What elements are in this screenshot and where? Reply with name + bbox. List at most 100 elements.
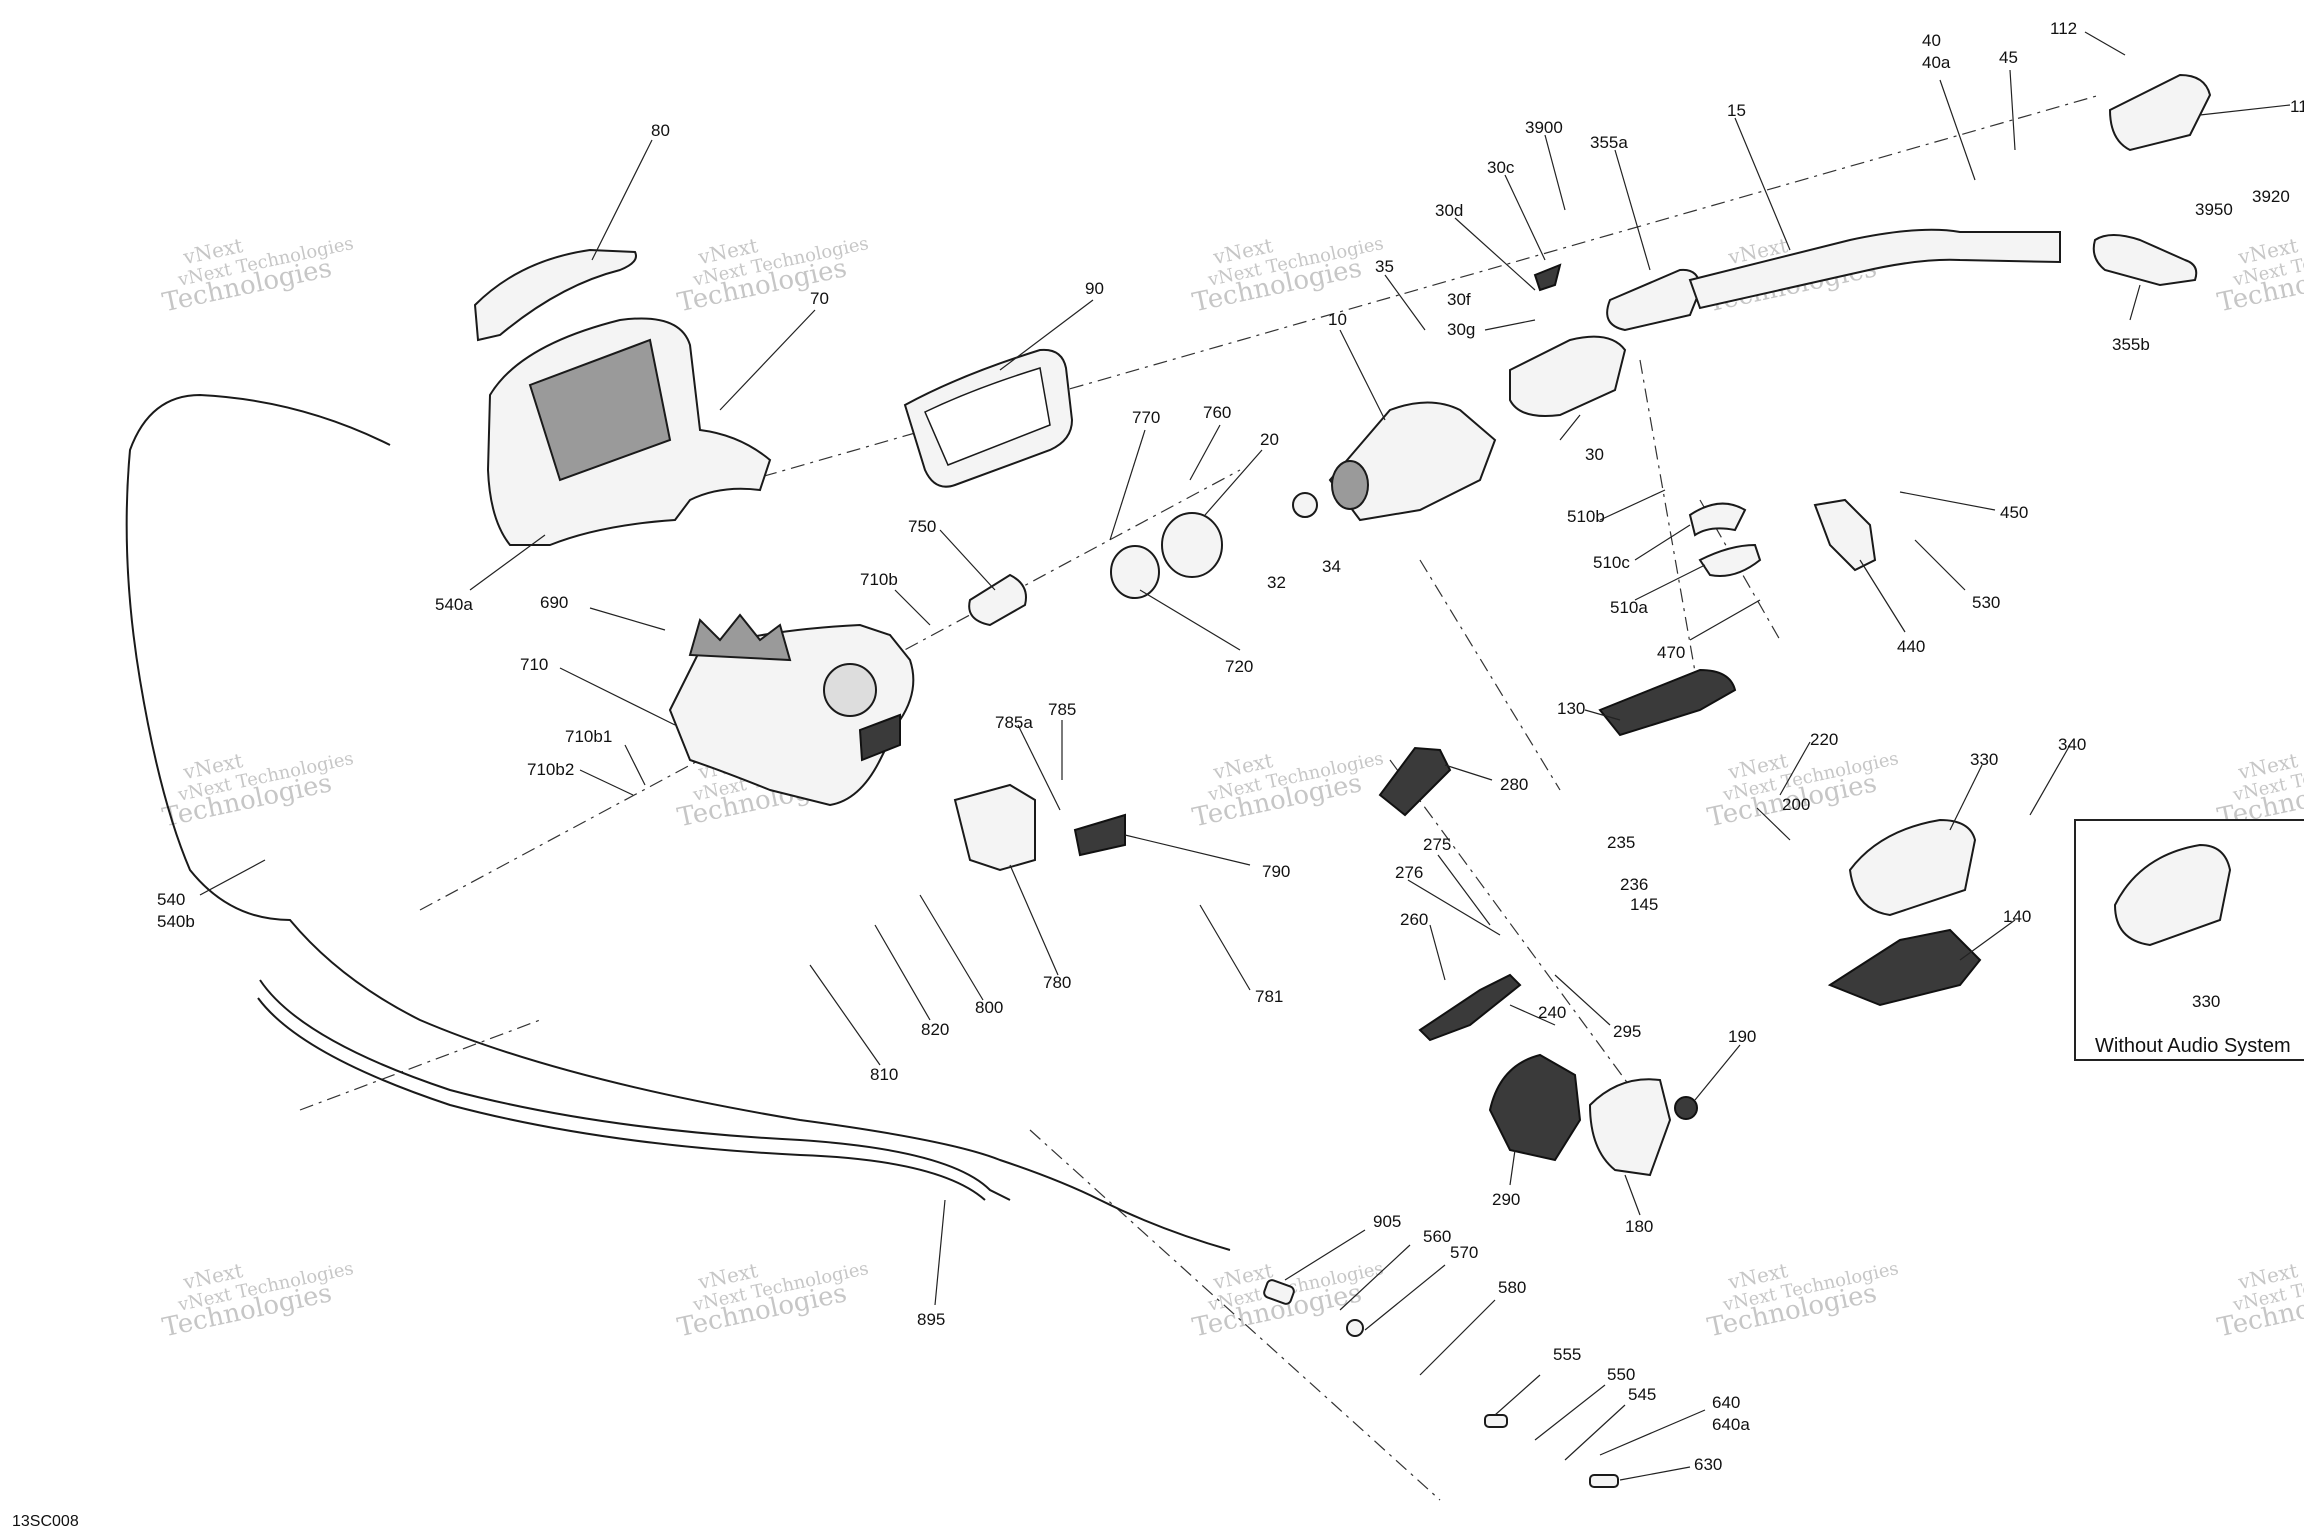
leader-710b (894, 589, 931, 626)
part-10-body (1328, 401, 1497, 522)
leader-640 (1599, 1409, 1706, 1456)
callout-276: 276 (1395, 863, 1423, 882)
callout-140: 140 (2003, 907, 2031, 926)
callout-781: 781 (1255, 987, 1283, 1006)
callout-32: 32 (1267, 573, 1286, 592)
part-355b-grip (2092, 234, 2198, 287)
callout-130: 130 (1557, 699, 1585, 718)
watermark: vNext vNext Technologies Technologies (2215, 233, 2304, 318)
callout-800: 800 (975, 998, 1003, 1017)
part-780-switch-block (953, 783, 1036, 872)
watermark: vNext vNext Technologies Technologies (675, 233, 871, 318)
watermark: vNext vNext Technologies Technologies (2215, 1258, 2304, 1343)
leader-15 (1734, 117, 1791, 251)
part-90-gasket-inner (924, 367, 1051, 466)
callout-550: 550 (1607, 1365, 1635, 1384)
callout-10: 10 (1328, 310, 1347, 329)
callout-545: 545 (1628, 1385, 1656, 1404)
callout-570: 570 (1450, 1243, 1478, 1262)
callout-280: 280 (1500, 775, 1528, 794)
callout-260: 260 (1400, 910, 1428, 929)
callout-275: 275 (1423, 835, 1451, 854)
callout-30c: 30c (1487, 158, 1515, 177)
callout-750: 750 (908, 517, 936, 536)
part-15-handlebar (1688, 228, 2061, 310)
leader-560 (1339, 1244, 1411, 1311)
leader-30 (1559, 414, 1581, 441)
leader-905 (1284, 1229, 1366, 1281)
callout-11: 11 (2290, 97, 2304, 116)
callout-3900: 3900 (1525, 118, 1563, 137)
leader-810 (809, 964, 881, 1066)
leader-276 (1407, 879, 1501, 936)
leader-240 (1509, 1004, 1556, 1026)
tube-895-outer (257, 997, 986, 1201)
leader-190 (1694, 1044, 1741, 1101)
callout-895: 895 (917, 1310, 945, 1329)
callout-220: 220 (1810, 730, 1838, 749)
leader-710b2 (579, 769, 634, 796)
leader-510a (1634, 564, 1706, 601)
part-510a-clamp (1698, 543, 1762, 577)
part-30-housing (1509, 335, 1627, 417)
watermark: vNext vNext Technologies Technologies (1705, 748, 1901, 833)
axis-895 (299, 1019, 541, 1111)
callout-40a: 40a (1922, 53, 1951, 72)
callout-295: 295 (1613, 1022, 1641, 1041)
leader-200 (1756, 807, 1791, 841)
callout-70: 70 (810, 289, 829, 308)
leader-510c (1634, 524, 1691, 561)
part-11-clamp (2108, 73, 2212, 152)
part-20-ring (1161, 512, 1223, 578)
leader-450 (1899, 491, 1996, 511)
leader-35 (1384, 274, 1426, 331)
callout-3950: 3950 (2195, 200, 2233, 219)
leader-lines (199, 31, 2291, 1481)
callout-710b: 710b (860, 570, 898, 589)
figure-reference-code: 13SC008 (12, 1513, 79, 1530)
inset-box: Without Audio System (2074, 819, 2304, 1061)
callout-810: 810 (870, 1065, 898, 1084)
leader-10 (1339, 329, 1386, 421)
leader-180 (1624, 1174, 1641, 1216)
callout-15: 15 (1727, 101, 1746, 120)
leader-580 (1419, 1299, 1496, 1376)
leader-710b1 (624, 744, 646, 786)
callout-540b: 540b (157, 912, 195, 931)
leader-470 (1689, 599, 1761, 641)
leader-3900 (1544, 134, 1566, 211)
part-440-mount (1813, 498, 1877, 572)
callout-145: 145 (1630, 895, 1658, 914)
callout-34: 34 (1322, 557, 1341, 576)
part-510c-clamp (1688, 502, 1747, 537)
leader-550 (1534, 1384, 1606, 1441)
part-330-cover (1848, 818, 1977, 917)
callout-180: 180 (1625, 1217, 1653, 1236)
axis-trigger (1389, 759, 1641, 1101)
leader-130 (1584, 709, 1621, 721)
callout-710b2: 710b2 (527, 760, 574, 779)
watermark: vNext vNext Technologies Technologies (160, 1258, 356, 1343)
callout-240: 240 (1538, 1003, 1566, 1022)
callout-labels: 80 70 90 770 760 20 750 710b 32 34 720 1… (157, 19, 2304, 1474)
watermark: vNext vNext Technologies Technologies (160, 233, 356, 318)
callout-30f: 30f (1447, 290, 1471, 309)
leader-781 (1199, 904, 1251, 991)
part-720-ring (1110, 545, 1160, 599)
callout-785a: 785a (995, 713, 1033, 732)
part-80-cover (473, 248, 637, 342)
leader-80 (591, 139, 653, 261)
part-555 (1484, 1414, 1508, 1428)
leader-30c (1504, 174, 1546, 261)
callout-820: 820 (921, 1020, 949, 1039)
callout-330-inset: 330 (2192, 992, 2220, 1011)
part-240-lever (1418, 973, 1522, 1042)
leader-40 (1939, 79, 1976, 181)
leader-30g (1484, 319, 1536, 331)
leader-290 (1509, 1149, 1516, 1186)
callout-340: 340 (2058, 735, 2086, 754)
part-790-connector (1073, 813, 1126, 857)
leader-790 (1124, 834, 1251, 866)
leader-540 (199, 859, 266, 896)
leader-20 (1204, 449, 1263, 516)
